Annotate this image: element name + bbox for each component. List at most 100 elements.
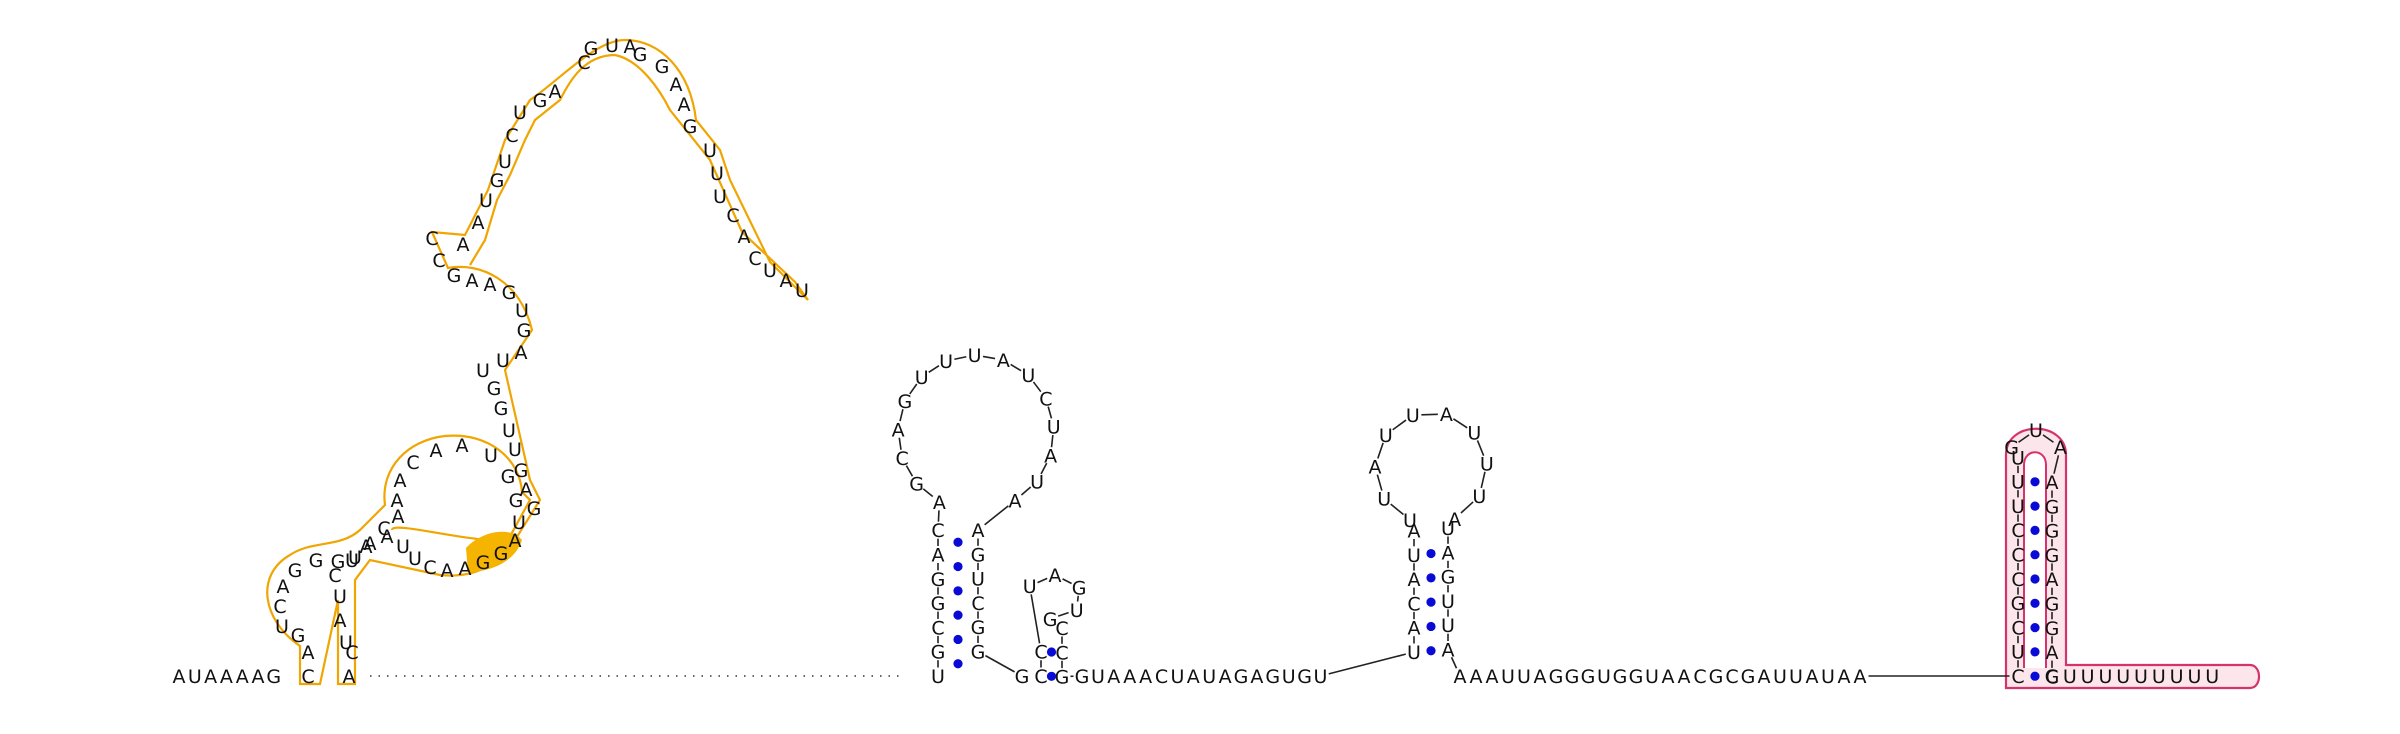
- nucleotide-spacer-right: U: [1517, 666, 1531, 688]
- nucleotide-tail-right: U: [2187, 666, 2201, 688]
- backbone-bond: [909, 383, 918, 395]
- nucleotide-domain-large: U: [763, 260, 777, 282]
- nucleotide-hp1-loop: A: [1009, 491, 1022, 513]
- nucleotide-domain-large: A: [277, 576, 290, 598]
- nucleotide-spacer: G: [1075, 666, 1090, 688]
- nucleotide-hp1-loop: A: [1044, 446, 1057, 468]
- nucleotide-tail-right: U: [2116, 666, 2130, 688]
- nucleotide-spacer: A: [1250, 666, 1263, 688]
- nucleotide-terminator-right: G: [2045, 521, 2060, 543]
- backbone-bond: [898, 437, 902, 450]
- nucleotide-terminator-left: U: [2011, 447, 2025, 469]
- backbone-bond: [899, 408, 904, 422]
- nucleotide-domain-large: A: [364, 533, 377, 555]
- nucleotide-domain-large: U: [479, 190, 493, 212]
- nucleotide-domain-large: C: [505, 125, 518, 147]
- nucleotide-spacer-right: U: [1645, 666, 1659, 688]
- nucleotide-hp1-loop: U: [939, 351, 953, 373]
- nucleotide-domain-large: A: [392, 506, 405, 528]
- nucleotide-hp3-loop: U: [1379, 425, 1393, 447]
- nucleotide-hp1-left: G: [931, 593, 946, 615]
- nucleotide-domain-large: U: [513, 102, 527, 124]
- nucleotide-domain-large: U: [605, 35, 619, 57]
- backbone-bond: [1057, 611, 1069, 617]
- nucleotide-domain-large: A: [391, 490, 404, 512]
- nucleotide-tail-left: A: [236, 666, 249, 688]
- nucleotide-domain-large: U: [484, 445, 498, 467]
- nucleotide-domain-large: A: [484, 274, 497, 296]
- nucleotide-tail-right: U: [2152, 666, 2166, 688]
- nucleotide-domain-large: A: [394, 470, 407, 492]
- nucleotide-hp1-left: G: [931, 642, 946, 664]
- nucleotide-domain-large: A: [472, 212, 485, 234]
- nucleotide-spacer-right: G: [1741, 666, 1756, 688]
- nucleotide-spacer-right: G: [1629, 666, 1644, 688]
- nucleotide-domain-large: U: [498, 151, 512, 173]
- nucleotide-spacer: A: [1187, 666, 1200, 688]
- nucleotide-hp3-left: A: [1408, 569, 1421, 591]
- nucleotide-domain-large: A: [302, 642, 315, 664]
- nucleotide-spacer: U: [1282, 666, 1296, 688]
- nucleotide-domain-large: A: [678, 94, 691, 116]
- nucleotide-hp1-left: U: [931, 666, 945, 688]
- nucleotide-spacer-right: G: [1613, 666, 1628, 688]
- nucleotide-domain-large: G: [517, 320, 532, 342]
- nucleotide-domain-large: U: [348, 547, 362, 569]
- nucleotide-domain-large: G: [288, 560, 303, 582]
- backbone-bond: [1050, 434, 1054, 448]
- nucleotide-spacer: C: [1155, 666, 1168, 688]
- backbone-bond: [1040, 462, 1048, 475]
- nucleotide-hp1-right: G: [971, 544, 986, 566]
- nucleotide-domain-large: A: [343, 666, 356, 688]
- nucleotide-domain-large: G: [331, 551, 346, 573]
- nucleotide-domain-large: G: [487, 378, 502, 400]
- base-pair-dot: [953, 634, 963, 645]
- nucleotide-domain-large: U: [512, 512, 526, 534]
- nucleotide-hp2: C: [1055, 642, 1068, 664]
- backbone-bond: [1450, 656, 1458, 669]
- backbone-bond: [985, 654, 1015, 673]
- nucleotide-domain-large: U: [710, 163, 724, 185]
- nucleotide-spacer-right: A: [1470, 666, 1483, 688]
- nucleotide-domain-large: G: [509, 490, 524, 512]
- nucleotide-spacer-right: G: [1549, 666, 1564, 688]
- backbone-bond: [905, 465, 914, 477]
- nucleotide-hp3-left: U: [1407, 642, 1421, 664]
- nucleotide-domain-large: G: [309, 550, 324, 572]
- nucleotide-terminator-right: G: [2045, 594, 2060, 616]
- nucleotide-hp1-left: C: [931, 617, 944, 639]
- nucleotide-spacer-right: U: [1597, 666, 1611, 688]
- nucleotide-terminator-right: G: [2045, 618, 2060, 640]
- base-pair-dot: [953, 610, 963, 620]
- backbone-bond: [1476, 440, 1485, 456]
- base-pairs: [953, 477, 2040, 681]
- nucleotide-hp1-loop: U: [1021, 365, 1035, 387]
- nucleotide-domain-large: A: [670, 74, 683, 96]
- domain-outline-upper: [390, 38, 809, 542]
- nucleotide-domain-large: A: [334, 610, 347, 632]
- nucleotide-hp2: G: [1055, 667, 1070, 689]
- nucleotide-hp3-right: A: [1442, 542, 1455, 564]
- nucleotide-hp2: C: [1034, 666, 1047, 688]
- nucleotide-terminator-right: G: [2045, 496, 2060, 518]
- nucleotide-domain-large: A: [457, 234, 470, 256]
- base-pair-dot: [1426, 597, 1436, 607]
- nucleotide-hp3-left: U: [1407, 545, 1421, 567]
- nucleotide-domain-large: A: [441, 560, 454, 582]
- nucleotide-terminator-right: C: [2045, 666, 2058, 688]
- nucleotide-domain-large: G: [494, 543, 509, 565]
- nucleotide-domain-large: G: [633, 44, 648, 66]
- backbone-bond: [1032, 381, 1042, 393]
- nucleotide-tail-right: U: [2098, 666, 2112, 688]
- nucleotide-hp1-loop: U: [1030, 471, 1044, 493]
- nucleotide-domain-large: A: [549, 81, 562, 103]
- base-pair-dot: [953, 561, 963, 572]
- nucleotide-domain-large: C: [273, 596, 286, 618]
- nucleotide-terminator-left: C: [2011, 520, 2024, 542]
- nucleotide-domain-large: G: [655, 56, 670, 78]
- backbone-bond: [984, 505, 1009, 526]
- nucleotide-hp3-right: G: [1441, 567, 1456, 589]
- nucleotide-hp2: U: [1070, 600, 1084, 622]
- nucleotide-spacer-right: G: [1581, 666, 1596, 688]
